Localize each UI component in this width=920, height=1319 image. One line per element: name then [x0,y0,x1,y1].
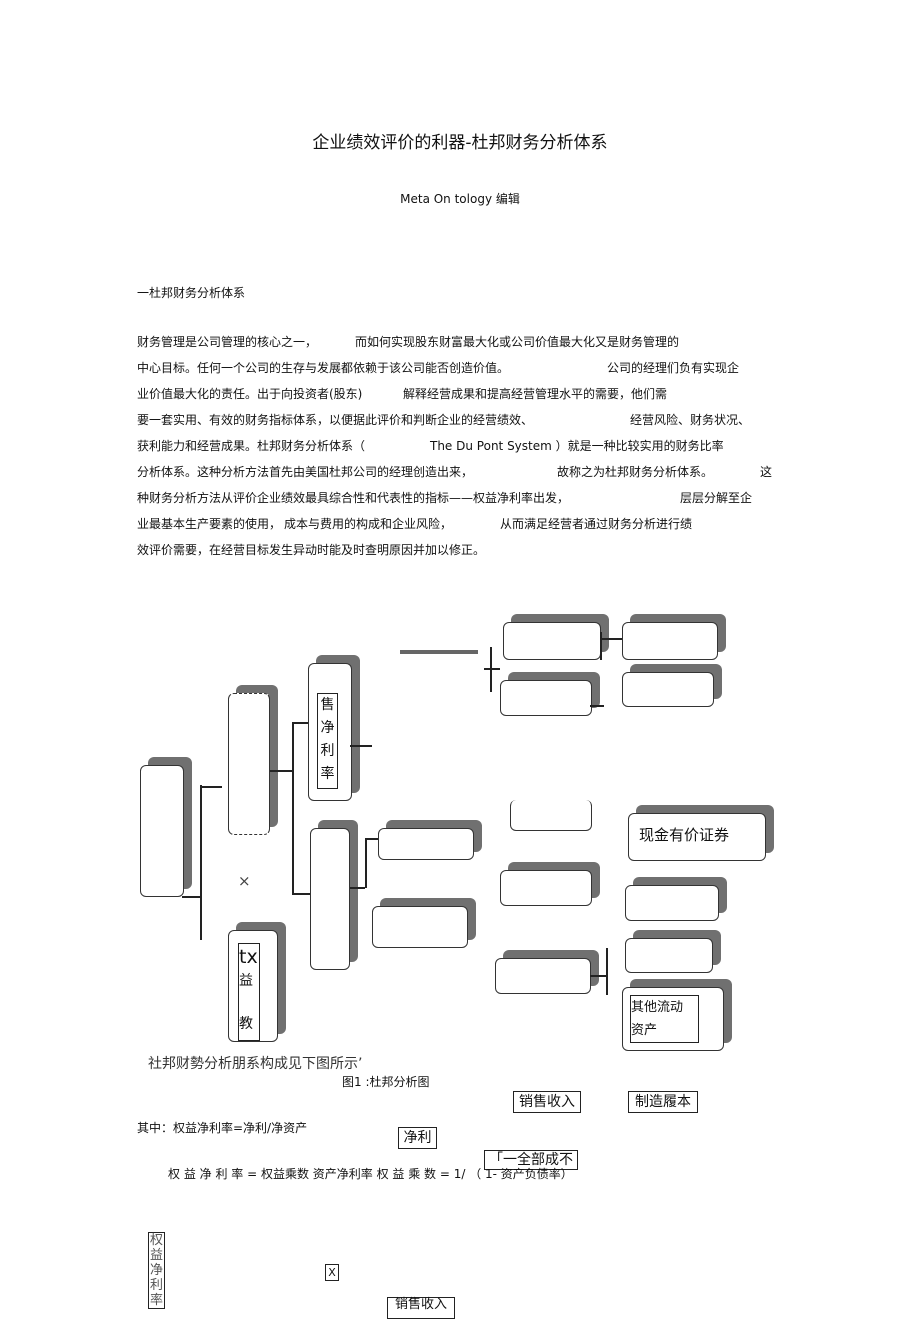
formula-roe: 其中：权益净利率=净利/净资产 [137,1121,308,1135]
label-part: 益 [239,973,253,989]
connector [606,948,608,995]
diagram-node [510,800,592,831]
equity-multiplier-label: tx 益 教 [238,943,260,1041]
connector [400,650,478,654]
paragraph-text: 这 [760,465,773,479]
connector [365,838,367,888]
diagram-node [372,906,468,948]
diagram-node [503,622,601,660]
paragraph-text: 业最基本生产要素的使用， [137,517,282,531]
diagram-node [500,680,592,716]
sales-revenue-cut-label: 销售收入 [387,1297,455,1319]
diagram-node [625,938,713,973]
paragraph-text: 故称之为杜邦财务分析体系。 [557,465,714,479]
connector [200,785,202,940]
connector [600,638,622,640]
diagram-node [500,870,592,906]
connector [350,745,372,747]
label-part: 资产 [631,1023,658,1038]
other-current-assets-label: 其他流动 资产 [630,995,699,1043]
connector [292,893,310,895]
paragraph-text: 解释经营成果和提高经营管理水平的需要，他们需 [403,387,668,401]
connector [600,632,602,660]
paragraph-text: 分析体系。这种分析方法首先由美国杜邦公司的经理创造出来， [137,465,474,479]
paragraph-text: The Du Pont System ）就是一种比较实用的财务比率 [430,439,724,453]
paragraph-text: 层层分解至企 [680,491,753,505]
diagram-node [495,958,591,994]
paragraph-text: 公司的经理们负有实现企 [607,361,740,375]
diagram-node [378,828,474,860]
diagram-node [622,622,718,660]
connector [292,722,294,894]
document-title: 企业绩效评价的利器-杜邦财务分析体系 [312,133,608,153]
label-part: 其他流动 [631,1000,684,1015]
paragraph-text: 种财务分析方法从评价企业绩效最具综合性和代表性的指标——权益净利率出发， [137,491,570,505]
paragraph-text: 成本与费用的构成和企业风险， [284,517,453,531]
connector [484,668,500,670]
paragraph-text: 效评价需要，在经营目标发生异动时能及时查明原因并加以修正。 [137,543,486,557]
roe-node [140,765,184,897]
sales-net-margin-label: 售净利率 [317,693,338,789]
cash-securities-node: 现金有价证券 [628,813,766,861]
label-part: 教 [239,1016,253,1032]
connector [350,887,365,889]
connector [182,896,200,898]
paragraph-text: 中心目标。任何一个公司的生存与发展都依赖于该公司能否创造价值。 [137,361,510,375]
sales-revenue-label: 销售收入 [513,1091,581,1113]
label-part: tx [239,946,258,968]
paragraph-text: 从而满足经营者通过财务分析进行绩 [500,517,693,531]
roe-vertical-label: 权益净利率 [148,1232,165,1309]
paragraph-text: 获利能力和经营成果。杜邦财务分析体系（ [137,439,366,453]
connector [365,838,378,840]
figure-caption: 图1 :杜邦分析图 [342,1075,430,1089]
asset-turnover-node [310,828,350,970]
paragraph-text: 而如何实现股东财富最大化或公司价值最大化又是财务管理的 [355,335,680,349]
total-cost-label: 「一全部成不 [484,1150,578,1170]
author-line: Meta On tology 编辑 [400,192,520,206]
formula-equity-multiplier: 权 益 净 利 率 = 权益乘数 资产净利率 权 益 乘 数 = 1/ （ 1-… [168,1167,573,1181]
paragraph-text: 业价值最大化的责任。出于向投资者(股东) [137,387,363,401]
connector [292,722,308,724]
connector [270,770,292,772]
paragraph-text: 财务管理是公司管理的核心之一， [137,335,318,349]
connector [490,647,492,692]
paragraph-text: 经营风险、财务状况、 [630,413,751,427]
diagram-node [625,885,719,921]
section-heading: 一杜邦财务分析体系 [137,286,246,300]
cash-securities-label: 现金有价证券 [639,826,730,844]
manufacturing-cost-label: 制造履本 [628,1091,698,1113]
multiply-sign: × [238,872,251,890]
paragraph-text: 要一套实用、有效的财务指标体系，以便据此评价和判断企业的经营绩效、 [137,413,534,427]
times-label: X [325,1264,339,1281]
diagram-intro-text: 社邦财勢分析朋系构成见下图所示’ [148,1056,363,1072]
roa-node [228,693,270,835]
connector [590,975,606,977]
net-profit-label: 净利 [398,1127,437,1149]
connector [200,786,222,788]
connector [590,705,604,707]
diagram-node [622,672,714,707]
